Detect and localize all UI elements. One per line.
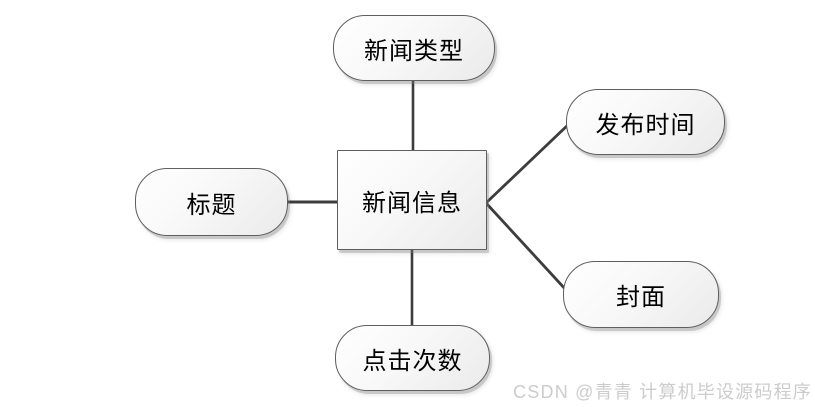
attribute-label: 点击次数 xyxy=(362,348,463,375)
attribute-publish-time: 发布时间 xyxy=(566,89,725,155)
entity-news-info: 新闻信息 xyxy=(337,150,487,250)
entity-label: 新闻信息 xyxy=(362,190,462,217)
connector-center-to-cover xyxy=(484,202,569,292)
attribute-label: 封面 xyxy=(616,285,666,311)
attribute-label: 新闻类型 xyxy=(364,38,464,65)
attribute-label: 发布时间 xyxy=(595,112,696,139)
watermark-text: CSDN @青青 计算机毕设源码程序 xyxy=(513,382,812,402)
attribute-cover: 封面 xyxy=(563,261,719,328)
attribute-news-type: 新闻类型 xyxy=(333,15,495,81)
attribute-click-count: 点击次数 xyxy=(335,325,490,391)
attribute-label: 标题 xyxy=(186,192,237,219)
connector-center-to-publish-time xyxy=(485,121,571,205)
attribute-title: 标题 xyxy=(135,168,288,236)
